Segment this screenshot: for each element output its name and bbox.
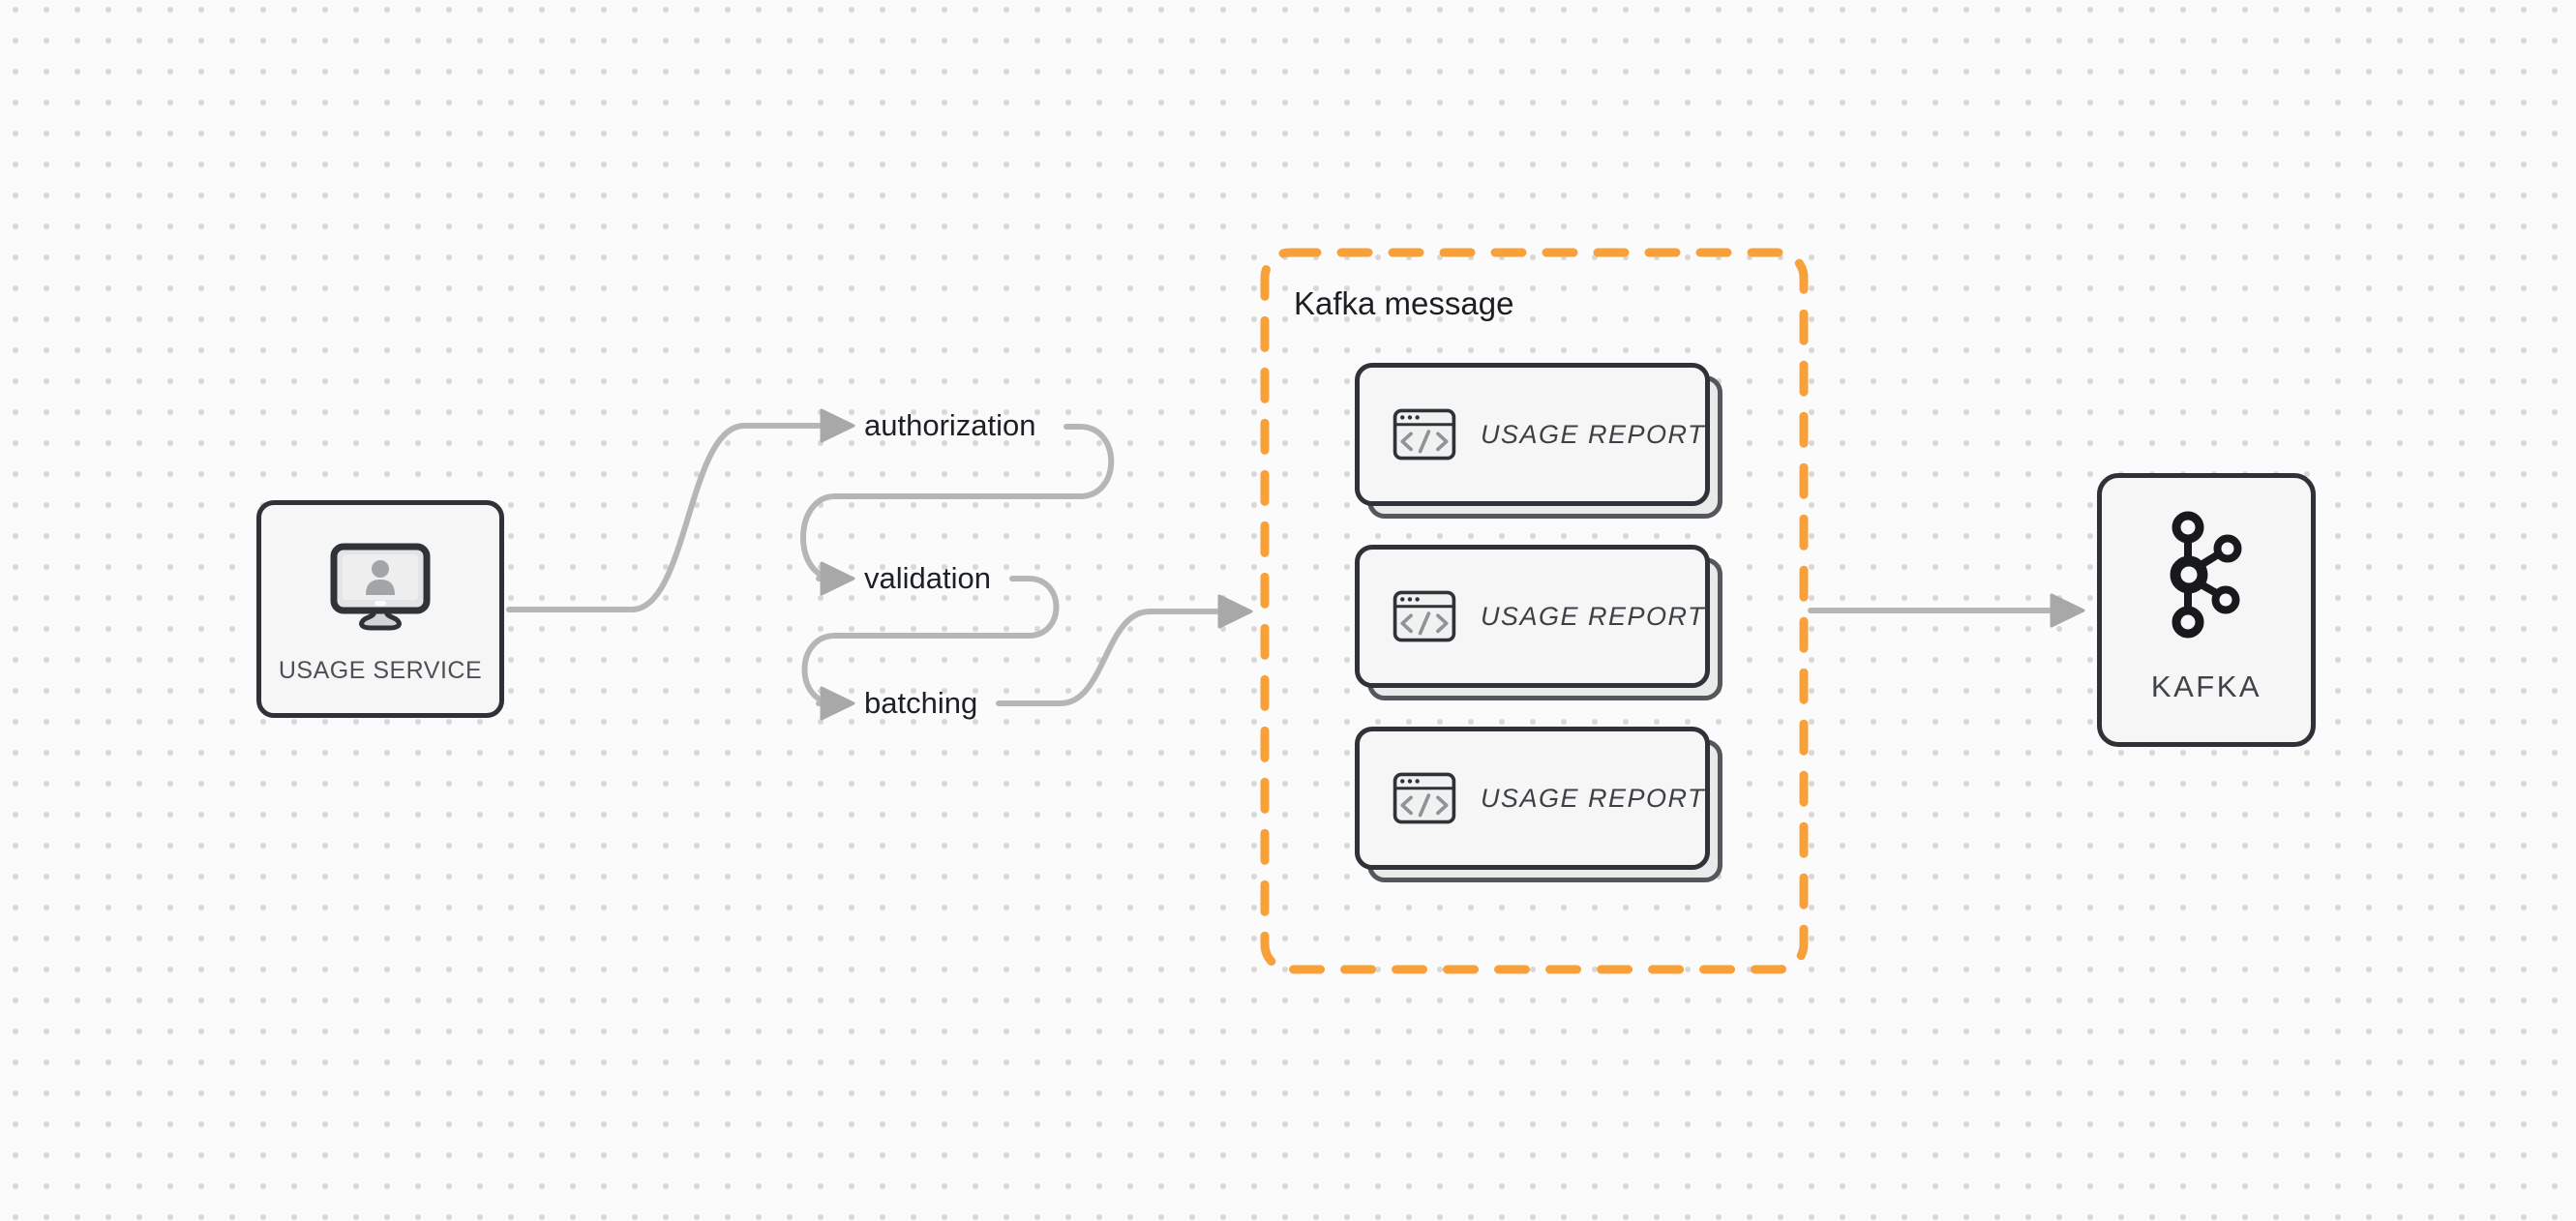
usage-report-card[interactable]: USAGE REPORT xyxy=(1355,363,1722,519)
code-window-icon xyxy=(1393,590,1456,642)
arrowhead-icon xyxy=(820,686,855,721)
usage-report-card[interactable]: USAGE REPORT xyxy=(1355,727,1722,882)
arrowhead-icon xyxy=(820,408,855,443)
step-label-batching: batching xyxy=(864,686,978,720)
code-window-icon xyxy=(1393,408,1456,461)
usage-service-node[interactable]: USAGE SERVICE xyxy=(256,500,504,718)
connector-batching-to-group xyxy=(996,609,1219,706)
connector-authorization-to-validation xyxy=(800,424,1115,581)
arrowhead-icon xyxy=(1217,594,1253,629)
connector-validation-to-batching xyxy=(801,576,1060,706)
step-label-validation: validation xyxy=(864,561,991,595)
arrowhead-icon xyxy=(820,561,855,596)
usage-report-label: USAGE REPORT xyxy=(1480,601,1705,631)
usage-service-label: USAGE SERVICE xyxy=(278,657,483,684)
kafka-logo-icon xyxy=(2170,511,2242,639)
kafka-label: KAFKA xyxy=(2150,670,2262,703)
usage-report-card[interactable]: USAGE REPORT xyxy=(1355,545,1722,700)
arrowhead-icon xyxy=(2050,593,2085,628)
monitor-user-icon xyxy=(330,543,431,631)
kafka-node[interactable]: KAFKA xyxy=(2097,473,2316,747)
kafka-message-group-title: Kafka message xyxy=(1294,285,1514,321)
usage-report-label: USAGE REPORT xyxy=(1480,783,1705,813)
step-label-authorization: authorization xyxy=(864,408,1036,442)
usage-report-label: USAGE REPORT xyxy=(1480,419,1705,449)
code-window-icon xyxy=(1393,772,1456,824)
connector-usage-to-authorization xyxy=(506,423,822,612)
